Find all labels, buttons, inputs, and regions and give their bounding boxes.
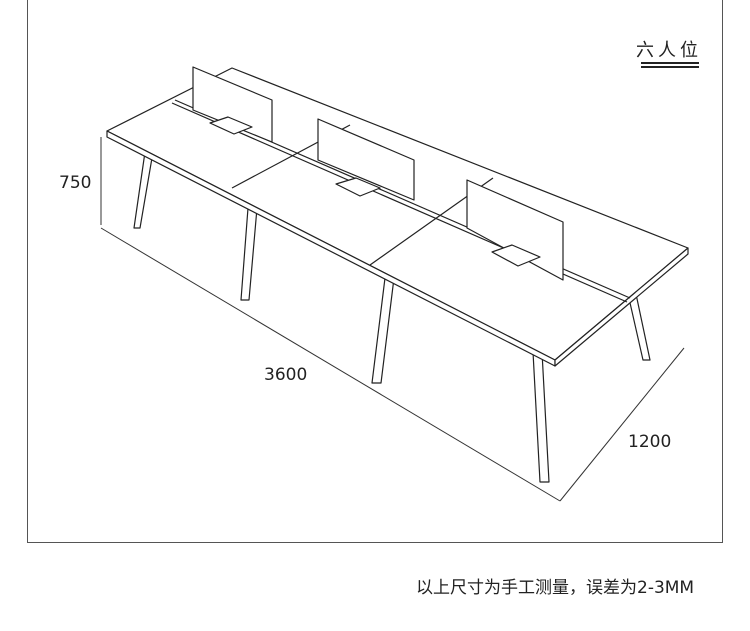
dimension-depth: 1200 [628,432,672,452]
diagram-frame [27,0,723,543]
dimension-length: 3600 [264,365,308,385]
measurement-note: 以上尺寸为手工测量，误差为2-3MM [416,578,695,598]
title-underline [641,62,699,67]
dimension-height: 750 [59,173,92,193]
title-underline-2 [641,67,699,68]
privacy-screens [192,66,564,281]
dimension-lines [100,137,685,502]
desk-top [106,67,689,367]
page-title: 六人位 [636,40,702,61]
cable-grommets [209,116,541,267]
